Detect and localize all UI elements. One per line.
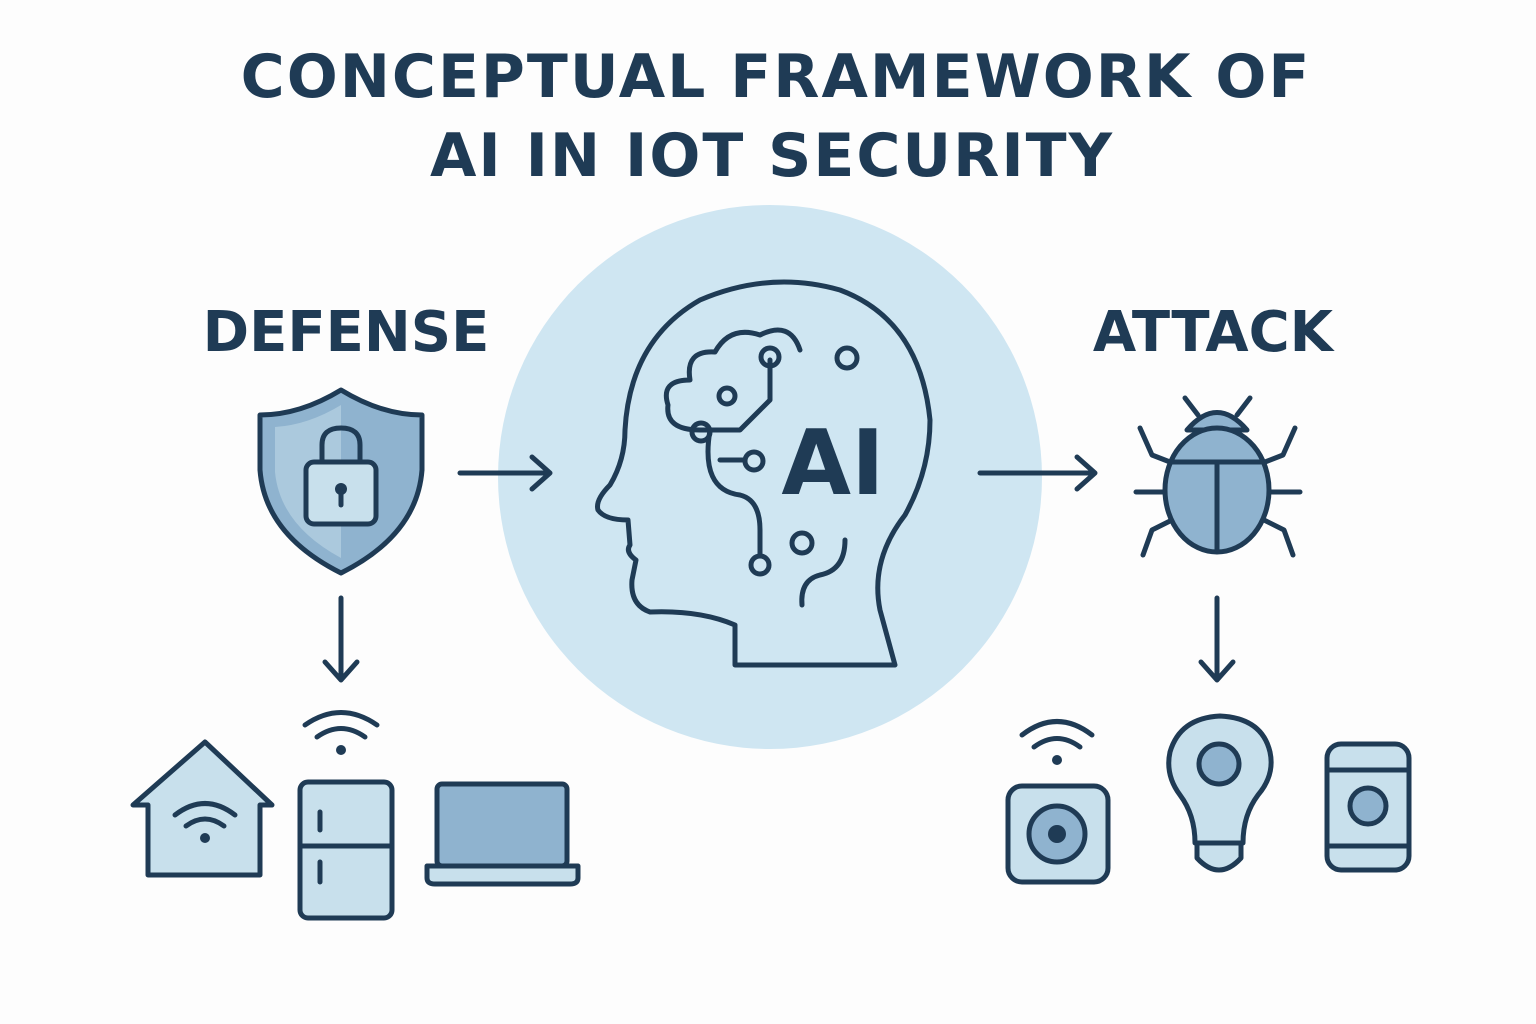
smart-speaker-icon — [1005, 719, 1111, 885]
title-line-2: AI IN IOT SECURITY — [430, 121, 1114, 191]
shield-lock-icon — [257, 387, 425, 576]
laptop-icon — [424, 781, 581, 887]
smartphone-icon — [1324, 741, 1412, 873]
arrow-defense-to-ai — [457, 454, 553, 492]
refrigerator-icon — [297, 710, 395, 921]
arrow-attack-down — [1198, 595, 1236, 683]
attack-label: ATTACK — [1093, 300, 1336, 365]
smart-bulb-icon — [1166, 713, 1274, 873]
arrow-defense-down — [322, 595, 360, 683]
title-line-1: CONCEPTUAL FRAMEWORK OF — [241, 42, 1312, 112]
smart-home-icon — [130, 739, 275, 878]
arrow-ai-to-attack — [977, 454, 1098, 492]
ai-label: AI — [781, 411, 884, 516]
ai-head-circuit-icon: AI — [595, 279, 933, 668]
defense-label: DEFENSE — [203, 300, 490, 365]
bug-icon — [1133, 395, 1303, 558]
